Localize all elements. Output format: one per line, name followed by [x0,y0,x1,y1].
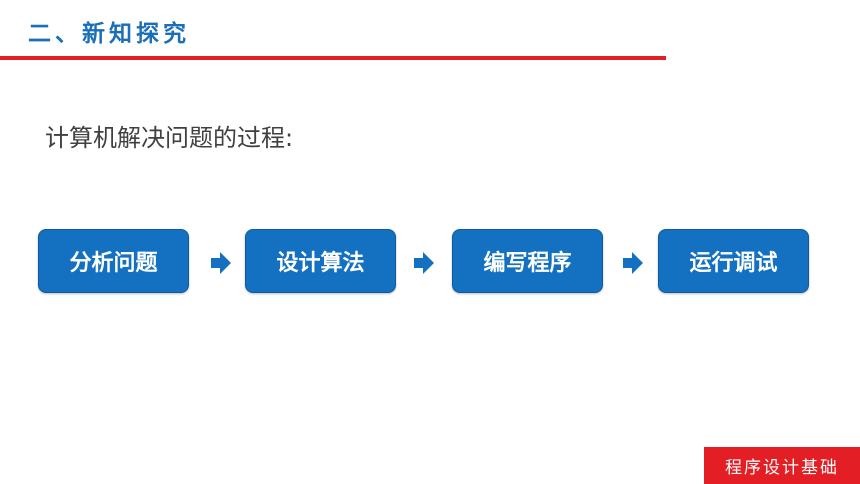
section-title: 二、新知探究 [28,21,190,47]
course-badge: 程序设计基础 [704,447,860,484]
header-divider [0,56,666,60]
flow-step-code: 编写程序 [452,229,603,293]
course-badge-label: 程序设计基础 [725,458,839,478]
flow-step-design: 设计算法 [245,229,396,293]
flow-step-label: 设计算法 [276,251,365,276]
arrow-right-icon [623,252,643,274]
flow-step-debug: 运行调试 [658,229,809,293]
flow-step-label: 运行调试 [689,251,778,276]
flow-step-label: 分析问题 [69,251,158,276]
page-subtitle: 计算机解决问题的过程: [45,124,294,152]
arrow-right-icon [414,252,434,274]
flow-step-label: 编写程序 [483,251,572,276]
arrow-right-icon [211,252,231,274]
flow-step-analyze: 分析问题 [38,229,189,293]
process-flow: 分析问题 设计算法 编写程序 运行调试 [38,229,810,295]
